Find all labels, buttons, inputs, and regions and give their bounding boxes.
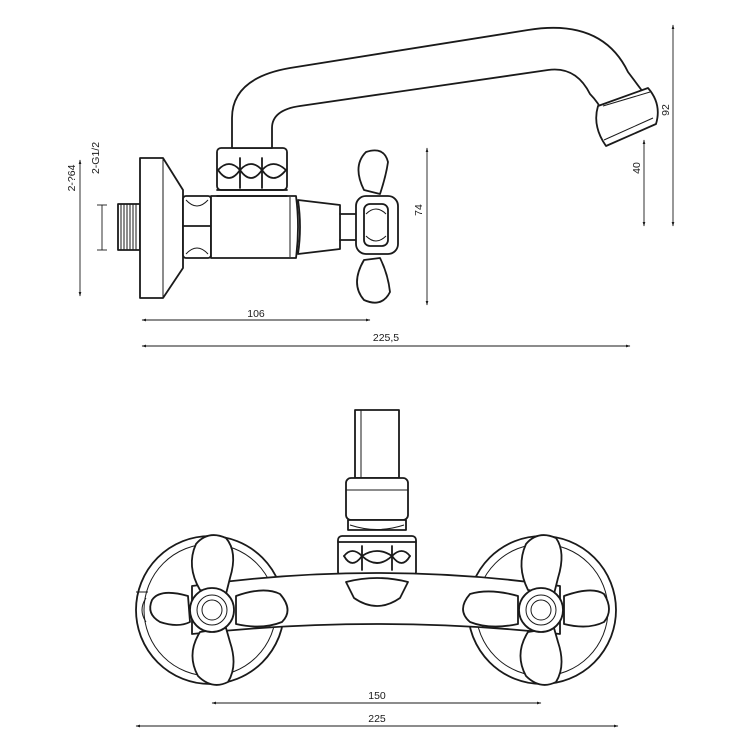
valve-body (210, 195, 359, 259)
front-spout (345, 409, 409, 531)
dim-thread: 2-G1/2 (90, 142, 102, 174)
dim-handle-height: 74 (413, 204, 425, 216)
left-cross-handle (149, 534, 289, 686)
dim-spout-height: 92 (660, 104, 672, 116)
front-hex-nut (337, 535, 417, 577)
front-dimensions: 150 225 (135, 690, 619, 728)
front-view (135, 409, 617, 686)
dim-center-distance: 150 (368, 690, 386, 702)
dim-inlet-to-handle: 106 (247, 308, 265, 320)
side-view (117, 26, 659, 304)
threaded-inlet (117, 203, 141, 251)
dim-total-projection: 225,5 (373, 332, 399, 344)
spout (231, 26, 659, 149)
dim-flange-diameter: 2-?64 (66, 164, 78, 191)
side-dimensions: 2-?64 2-G1/2 74 40 92 106 225,5 (66, 24, 675, 348)
union-nut (182, 195, 212, 259)
top-hex-nut (216, 147, 288, 197)
wall-flange (139, 157, 184, 299)
right-cross-handle (462, 534, 610, 686)
dim-spout-clearance: 40 (631, 162, 643, 174)
dim-overall-width: 225 (368, 713, 386, 725)
side-cross-handle (355, 149, 399, 304)
